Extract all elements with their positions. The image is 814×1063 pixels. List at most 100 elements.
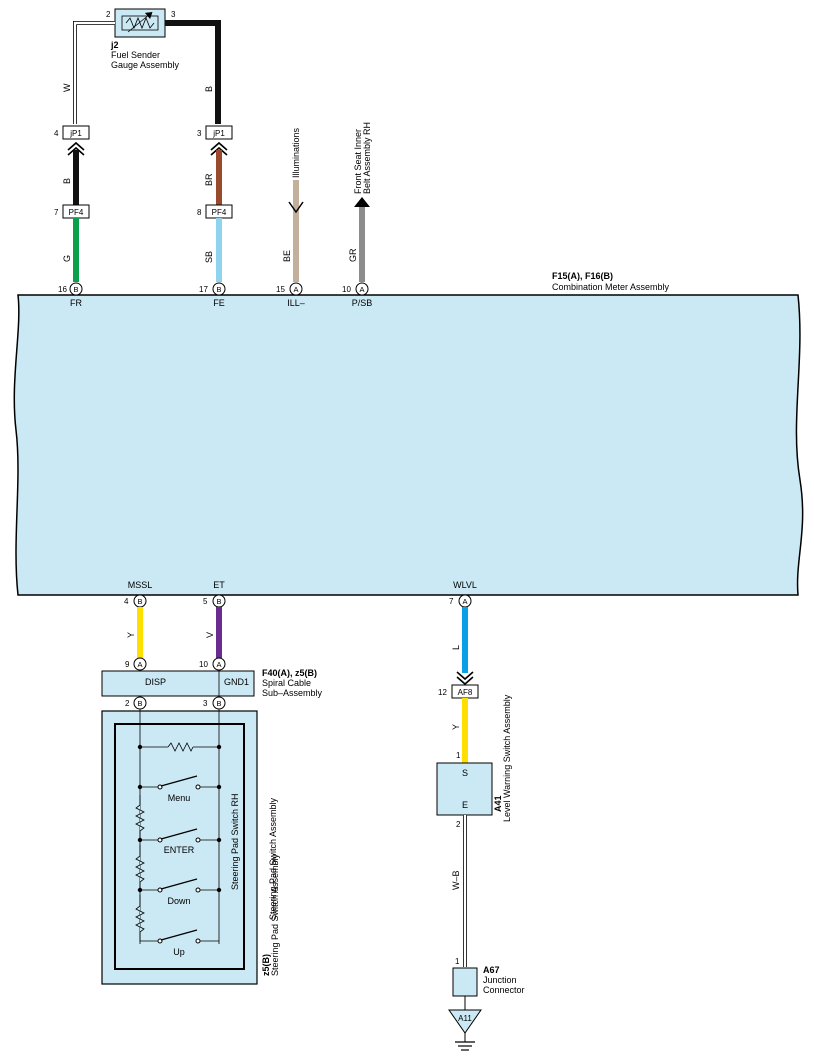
conn-letter: A [137, 660, 142, 669]
jp1-right-pin: 3 [197, 129, 202, 138]
wire-label-b-upper: B [204, 86, 214, 92]
conn-letter: B [216, 699, 221, 708]
wire-label-gr: GR [348, 248, 358, 262]
switch-label-down: Down [167, 896, 190, 906]
wire-label-l: L [451, 645, 461, 650]
spiral-label-disp: DISP [145, 677, 166, 687]
ground-label: A11 [458, 1014, 472, 1023]
wire-label-y: Y [126, 632, 136, 638]
chevron-down-icon [456, 671, 474, 686]
spiral-name-line1: Spiral Cable [262, 678, 311, 688]
steering-pad-switch-assembly: Menu ENTER Down Up [101, 709, 280, 985]
a67-pin: 1 [455, 957, 460, 966]
conn-letter: A [462, 597, 467, 606]
conn-letter: B [216, 597, 221, 606]
jp1-left-connector: jP1 4 [54, 125, 90, 156]
pin-number: 7 [449, 597, 454, 606]
pf4-right-pin: 8 [197, 208, 202, 217]
wire-label-br: BR [204, 173, 214, 186]
ground-symbol: A11 [448, 1009, 482, 1051]
meter-pin-fe: B 17 FE [199, 282, 226, 308]
switch-down: Down [137, 878, 222, 906]
conn-letter: B [137, 699, 142, 708]
wire-label-sb: SB [204, 251, 214, 263]
a41-pin-top: 1 [456, 751, 461, 760]
pin-label: FE [213, 298, 225, 308]
chevron-up-icon [210, 141, 228, 156]
j2-pin-right: 3 [171, 10, 176, 19]
arrow-down-icon [288, 201, 304, 214]
conn-letter: A [293, 285, 298, 294]
pin-label: MSSL [128, 580, 153, 590]
af8-label: AF8 [458, 688, 473, 697]
dest-illuminations: Illuminations [291, 127, 301, 178]
wire-label-w: W [62, 83, 72, 92]
chevron-up-icon [67, 141, 85, 156]
a41-name: Level Warning Switch Assembly [502, 694, 512, 822]
wire-label-y-af8: Y [451, 724, 461, 730]
a67-name-line1: Junction [483, 975, 517, 985]
wire-b-upper [165, 20, 221, 124]
switch-label-up: Up [173, 947, 185, 957]
pin-label: P/SB [352, 298, 373, 308]
spiral-name-line2: Sub–Assembly [262, 688, 323, 698]
pin-label: ET [213, 580, 225, 590]
conn-letter: A [359, 285, 364, 294]
conn-letter: B [216, 285, 221, 294]
wire-label-be: BE [282, 250, 292, 262]
pin-number: 9 [125, 660, 130, 669]
pin-number: 5 [203, 597, 208, 606]
j2-name-line1: Fuel Sender [111, 50, 160, 60]
resistor-icon [167, 742, 194, 752]
pf4-left-connector: PF4 7 [54, 204, 90, 219]
switch-label-enter: ENTER [164, 845, 195, 855]
meter-pin-mssl: MSSL B 4 [124, 580, 153, 608]
steering-id-name: Steering Pad Switch Assembly [270, 853, 280, 976]
steering-outer-name: Steering Pad Switch Assembly [268, 797, 278, 920]
combination-meter-panel [13, 294, 804, 596]
resistor-icon [135, 845, 145, 890]
conn-letter: A [216, 660, 221, 669]
pf4-left-pin: 7 [54, 208, 59, 217]
meter-pin-fr: B 16 FR [58, 282, 83, 308]
pin-number: 16 [58, 285, 67, 294]
meter-id: F15(A), F16(B) [552, 271, 613, 281]
meter-name: Combination Meter Assembly [552, 282, 670, 292]
meter-pin-psb: A 10 P/SB [342, 282, 373, 308]
conn-letter: B [137, 597, 142, 606]
switch-up: Up [140, 929, 219, 957]
wire-w-upper [73, 21, 115, 124]
spiral-label-gnd1: GND1 [224, 677, 249, 687]
meter-pin-et: ET B 5 [203, 580, 226, 608]
a67-name-line2: Connector [483, 985, 525, 995]
resistor-icon [135, 895, 145, 941]
pf4-right-label: PF4 [212, 208, 227, 217]
dest-seat-line1: Front Seat Inner [353, 129, 363, 194]
switch-label-menu: Menu [168, 793, 191, 803]
level-warning-switch: 1 S E 2 A41 Level Warning Switch Assembl… [436, 694, 512, 829]
conn-letter: B [73, 285, 78, 294]
a41-term-s: S [462, 768, 468, 778]
pin-number: 4 [124, 597, 129, 606]
pin-number: 15 [276, 285, 285, 294]
pf4-left-label: PF4 [69, 208, 84, 217]
jp1-left-pin: 4 [54, 129, 59, 138]
resistor-icon [121, 15, 159, 31]
pin-label: WLVL [453, 580, 477, 590]
switch-menu: Menu [137, 775, 222, 803]
a41-id: A41 [493, 795, 503, 812]
spiral-cable: A 9 A 10 DISP GND1 B 2 B 3 F40(A), z5(B)… [101, 657, 323, 710]
wire-label-g: G [62, 255, 72, 262]
steering-inner-name: Steering Pad Switch RH [230, 793, 240, 890]
switch-enter: ENTER [137, 828, 222, 855]
a41-term-e: E [462, 800, 468, 810]
pin-number: 17 [199, 285, 208, 294]
pin-number: 10 [199, 660, 208, 669]
a41-pin-bot: 2 [456, 820, 461, 829]
af8-pin: 12 [438, 688, 447, 697]
fuel-sender-gauge: 2 3 j2 Fuel Sender Gauge Assembly [106, 8, 180, 70]
variable-resistor-icon [125, 16, 155, 30]
wire-label-wb: W–B [451, 870, 461, 890]
